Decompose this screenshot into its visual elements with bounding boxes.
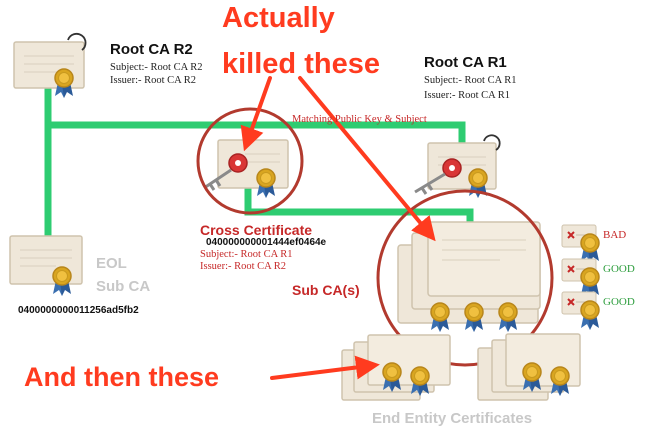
matching-note: Matching Public Key & Subject	[292, 114, 427, 125]
status-label-1: BAD	[603, 229, 627, 241]
end-entity-label: End Entity Certificates	[372, 410, 533, 427]
status-card-3	[561, 291, 600, 331]
refresh-arrow-icon	[67, 32, 87, 51]
sub-ca-certificates	[397, 221, 541, 333]
sub-ca-label: Sub CA(s)	[292, 282, 360, 298]
cross-certificate-subject: Subject:- Root CA R1	[200, 249, 293, 260]
end-entity-certificates	[341, 333, 581, 401]
cross-certificate	[217, 139, 289, 199]
cross-certificate-title: Cross Certificate	[200, 222, 313, 238]
root-ca-r2-title: Root CA R2	[110, 41, 193, 58]
key-icon	[414, 158, 462, 195]
status-label-2: GOOD	[603, 263, 635, 275]
status-card-1	[561, 224, 600, 264]
annotation-actually: Actually	[222, 2, 335, 34]
root-ca-r2-subject: Subject:- Root CA R2	[110, 62, 203, 73]
eol-label: EOL	[96, 255, 127, 272]
annotation-arrows	[240, 76, 436, 380]
root-ca-r2-issuer: Issuer:- Root CA R2	[110, 75, 197, 86]
annotation-and-then-these: And then these	[24, 362, 220, 392]
cross-certificate-issuer: Issuer:- Root CA R2	[200, 261, 287, 272]
refresh-arrow-icon	[483, 134, 501, 151]
root-ca-r1-title: Root CA R1	[424, 54, 507, 71]
root-ca-r2-certificate	[13, 41, 85, 99]
status-card-2	[561, 258, 600, 298]
root-ca-r1-issuer: Issuer:- Root CA R1	[424, 90, 511, 101]
cross-certificate-serial: 040000000001444ef0464e	[206, 237, 327, 248]
status-label-3: GOOD	[603, 296, 635, 308]
cross-certificate-circle	[196, 107, 304, 215]
sub-ca-circle	[376, 189, 554, 367]
root-ca-r1-subject: Subject:- Root CA R1	[424, 75, 517, 86]
root-ca-r1-certificate	[427, 142, 497, 199]
eol-sub-ca-serial: 0400000000011256ad5fb2	[18, 305, 139, 316]
eol-sub-ca-label: Sub CA	[96, 278, 151, 295]
annotation-killed-these: killed these	[222, 48, 380, 80]
eol-sub-ca-certificate	[9, 235, 83, 297]
key-icon	[203, 153, 248, 191]
